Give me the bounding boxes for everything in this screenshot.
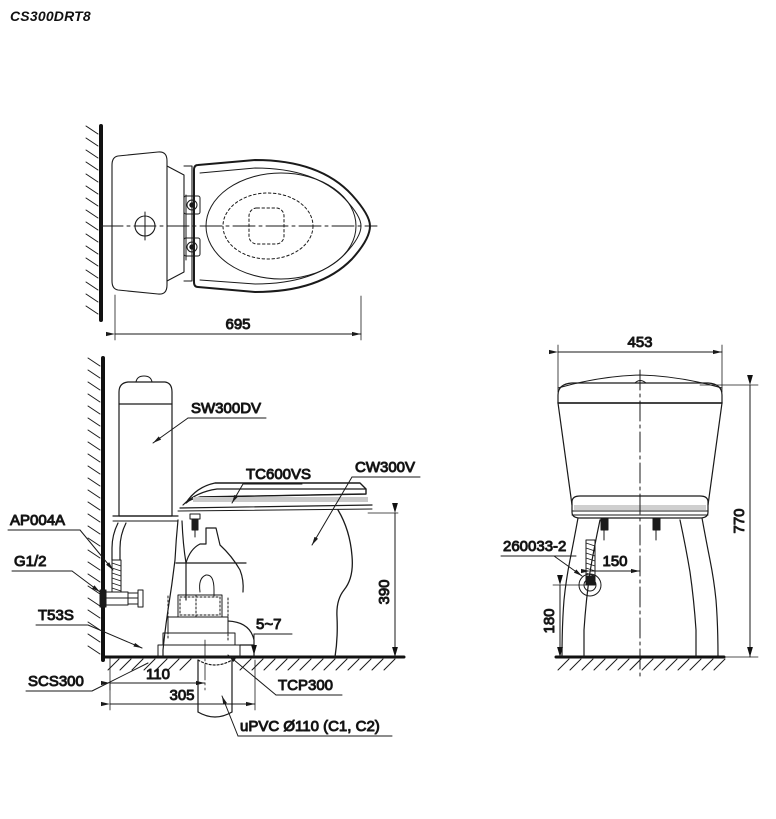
dimension-180: 180 xyxy=(541,575,591,658)
callout-tcp300: TCP300 xyxy=(227,654,343,696)
callout-260033-2: 260033-2 xyxy=(500,538,583,577)
dimension-770-label: 770 xyxy=(731,508,748,533)
dimension-150-label: 150 xyxy=(602,553,627,570)
dimension-770: 770 xyxy=(699,375,759,658)
top-view-wall xyxy=(85,124,103,322)
dimension-453-label: 453 xyxy=(627,334,652,351)
side-view-trap xyxy=(157,574,241,658)
dimension-5-7-label: 5~7 xyxy=(256,616,281,633)
callout-cw300v-label: CW300V xyxy=(355,459,415,476)
top-view-neck xyxy=(166,165,185,282)
dimension-150: 150 xyxy=(581,553,641,574)
side-view-bowl-rear xyxy=(334,509,353,658)
callout-g12-label: G1/2 xyxy=(14,553,47,570)
callout-t53s-label: T53S xyxy=(38,607,74,624)
dimension-453: 453 xyxy=(549,334,723,393)
side-view-seat xyxy=(177,482,373,512)
callout-260033-2-label: 260033-2 xyxy=(503,538,566,555)
side-view-bowl-inner xyxy=(185,527,244,593)
dimension-390-label: 390 xyxy=(376,579,393,604)
dimension-110-label: 110 xyxy=(146,666,170,683)
dimension-180-label: 180 xyxy=(541,608,558,633)
top-view: 695 xyxy=(85,124,378,341)
top-view-backplate xyxy=(183,165,193,282)
dimension-695: 695 xyxy=(106,316,362,337)
side-view-outlet xyxy=(227,620,255,658)
side-view-supply-assembly xyxy=(99,522,144,608)
callout-tc600vs: TC600VS xyxy=(231,466,312,504)
dimension-110: 110 xyxy=(101,639,206,691)
dimension-5-7: 5~7 xyxy=(251,616,293,656)
callout-scs300-label: SCS300 xyxy=(28,673,84,690)
callout-cw300v: CW300V xyxy=(311,459,421,546)
callout-upvc: uPVC Ø110 (C1, C2) xyxy=(221,695,393,737)
callout-g12: G1/2 xyxy=(11,553,101,593)
top-view-tank xyxy=(111,151,168,295)
side-view-wall xyxy=(87,356,105,662)
callout-ap004a: AP004A xyxy=(7,512,114,571)
page-title: CS300DRT8 xyxy=(10,8,91,24)
callout-tcp300-label: TCP300 xyxy=(278,677,333,694)
side-view-seat-bolt xyxy=(189,513,201,538)
side-view-bowl xyxy=(162,519,179,658)
dimension-305-label: 305 xyxy=(169,687,194,704)
dimension-305: 305 xyxy=(101,659,256,711)
front-view-bolts xyxy=(600,517,661,541)
callout-t53s: T53S xyxy=(35,607,143,649)
callout-ap004a-label: AP004A xyxy=(10,512,65,529)
callout-scs300: SCS300 xyxy=(25,662,149,692)
front-view: 260033-2 453 770 150 xyxy=(500,334,759,681)
front-view-inlet-fitting xyxy=(578,539,602,597)
dimension-390: 390 xyxy=(367,503,399,658)
dimension-695-label: 695 xyxy=(225,316,250,333)
callout-tc600vs-label: TC600VS xyxy=(246,466,311,483)
callout-upvc-label: uPVC Ø110 (C1, C2) xyxy=(240,718,380,735)
top-view-seat-lid-outer xyxy=(193,159,371,293)
side-view: SW300DV TC600VS CW300V xyxy=(7,356,421,737)
callout-sw300dv-label: SW300DV xyxy=(191,400,261,417)
callout-sw300dv: SW300DV xyxy=(152,400,267,444)
side-view-tank xyxy=(112,375,179,522)
